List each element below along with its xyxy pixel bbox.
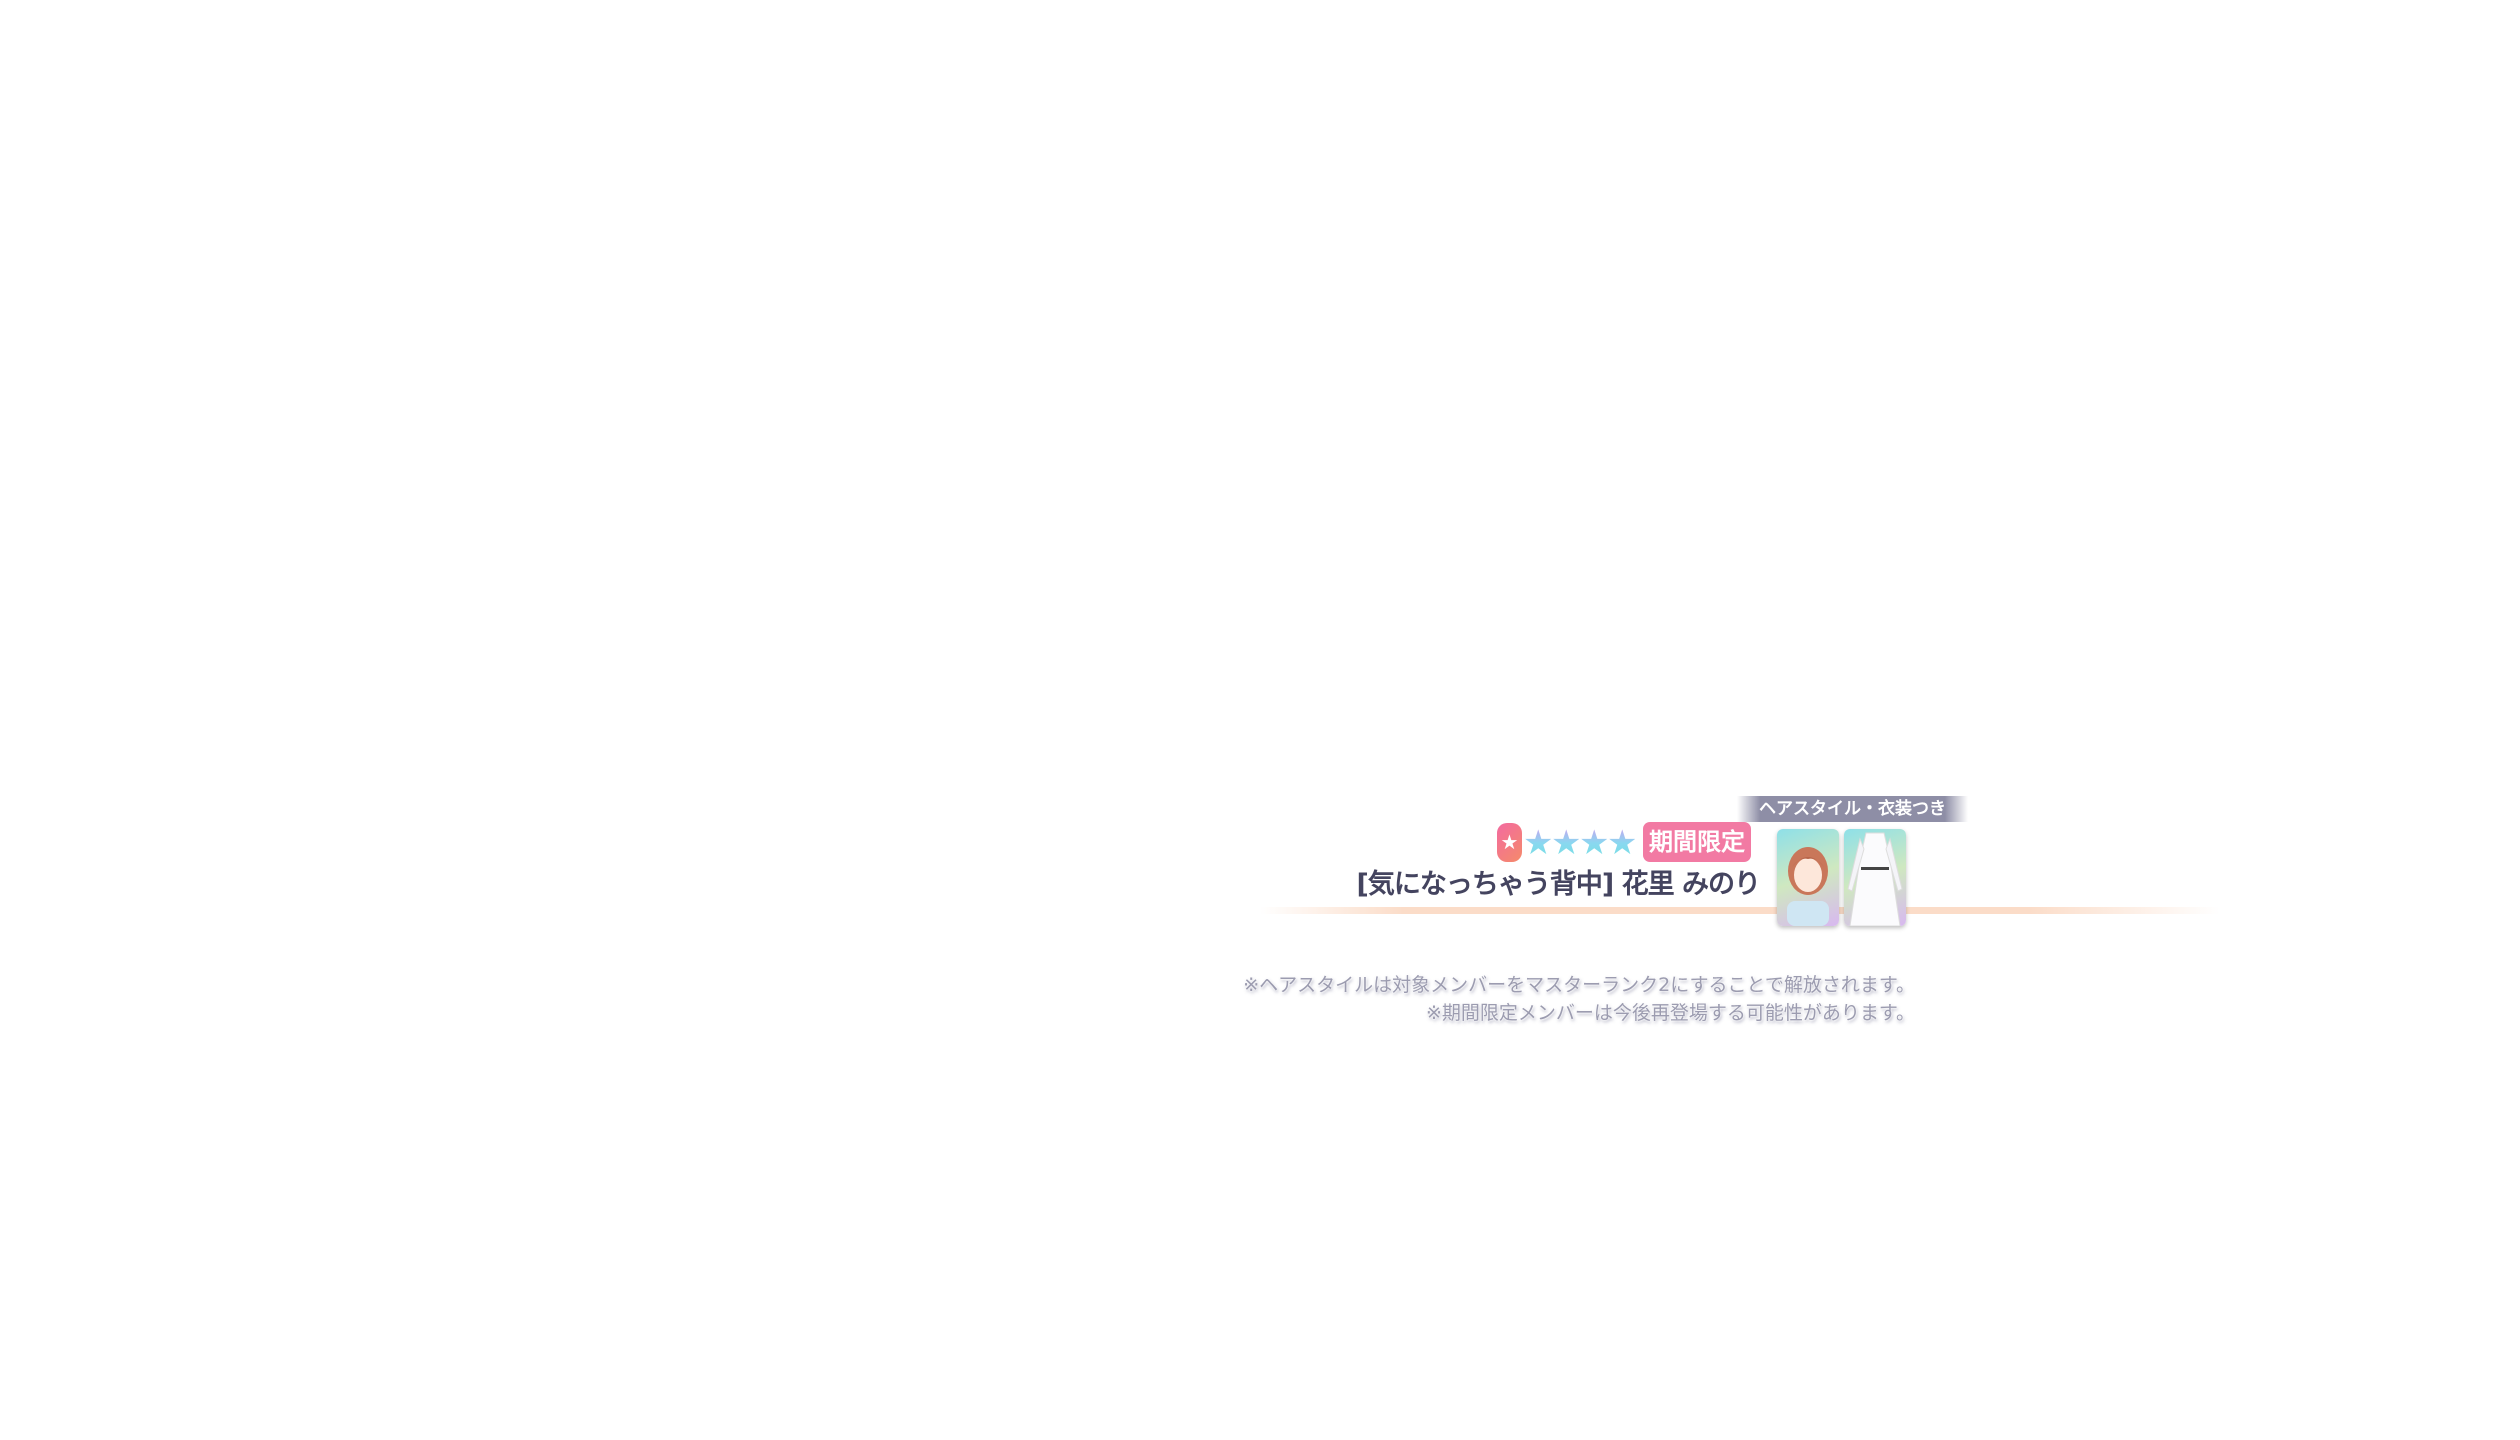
note-hairstyle: ※ヘアスタイルは対象メンバーをマスターランク2にすることで解放されます。 bbox=[1243, 974, 1915, 996]
card-name: [気になっちゃう背中] 花里 みのり bbox=[1356, 869, 1761, 900]
note-limited: ※期間限定メンバーは今後再登場する可能性があります。 bbox=[1425, 1002, 1915, 1024]
rarity-star-icon: ★ bbox=[1497, 823, 1522, 862]
divider bbox=[1260, 907, 2220, 914]
star-icon: ★ bbox=[1523, 823, 1554, 863]
hairstyle-thumbnail bbox=[1777, 829, 1839, 926]
star-icon: ★ bbox=[1607, 823, 1638, 863]
star-icon: ★ bbox=[1579, 823, 1610, 863]
limited-badge: 期間限定 bbox=[1643, 822, 1751, 862]
outfit-thumbnail bbox=[1844, 829, 1906, 926]
hairstyle-outfit-label: ヘアスタイル・衣装つき bbox=[1737, 796, 1968, 822]
star-icon: ★ bbox=[1551, 823, 1582, 863]
